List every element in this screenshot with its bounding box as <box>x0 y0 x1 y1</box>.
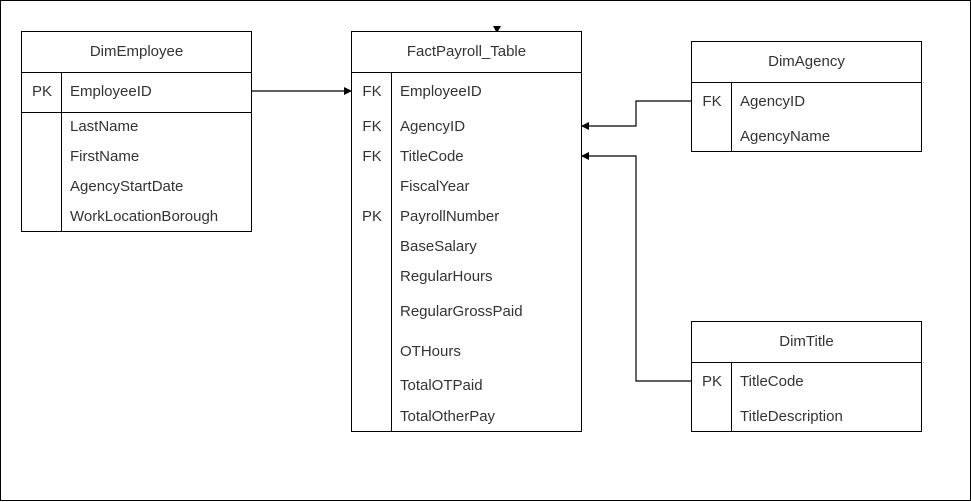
row-field: EmployeeID <box>400 83 482 100</box>
row-field: WorkLocationBorough <box>70 208 219 225</box>
row-field: AgencyStartDate <box>70 178 184 195</box>
row-key: FK <box>362 148 382 165</box>
row-key: PK <box>701 373 722 390</box>
row-field: LastName <box>70 118 139 135</box>
row-key: PK <box>361 208 382 225</box>
row-field: TitleCode <box>740 373 804 390</box>
row-key: PK <box>31 83 52 100</box>
row-field: RegularHours <box>400 268 493 285</box>
row-divider <box>22 112 251 113</box>
row-field: FirstName <box>70 148 140 165</box>
table-title: DimAgency <box>692 42 921 83</box>
key-column <box>692 83 732 151</box>
table-dim-title[interactable]: DimTitle PK TitleCode TitleDescription <box>691 321 922 432</box>
row-field: RegularGrossPaid <box>400 303 523 320</box>
connector-title-to-fact <box>581 152 691 382</box>
row-field: TitleDescription <box>740 408 843 425</box>
table-title: DimTitle <box>692 322 921 363</box>
row-field: TotalOtherPay <box>400 408 496 425</box>
row-field: PayrollNumber <box>400 208 500 225</box>
row-field: AgencyName <box>740 128 831 145</box>
row-field: OTHours <box>400 343 461 360</box>
row-key: FK <box>362 118 382 135</box>
row-field: TotalOTPaid <box>400 377 483 394</box>
row-field: EmployeeID <box>70 83 152 100</box>
row-key: FK <box>362 83 382 100</box>
key-column <box>22 73 62 231</box>
key-column <box>692 363 732 431</box>
table-dim-employee[interactable]: DimEmployee PK EmployeeID LastName First… <box>21 31 252 232</box>
table-dim-agency[interactable]: DimAgency FK AgencyID AgencyName <box>691 41 922 152</box>
table-title: DimEmployee <box>22 32 251 73</box>
row-field: FiscalYear <box>400 178 470 195</box>
row-field: TitleCode <box>400 148 464 165</box>
row-field: BaseSalary <box>400 238 477 255</box>
table-fact-payroll[interactable]: FactPayroll_Table FK EmployeeID FK Agenc… <box>351 31 582 432</box>
row-key: FK <box>702 93 722 110</box>
row-field: AgencyID <box>740 93 806 110</box>
connector-agency-to-fact <box>581 100 691 130</box>
row-field: AgencyID <box>400 118 466 135</box>
table-title: FactPayroll_Table <box>352 32 581 73</box>
key-column <box>352 73 392 431</box>
